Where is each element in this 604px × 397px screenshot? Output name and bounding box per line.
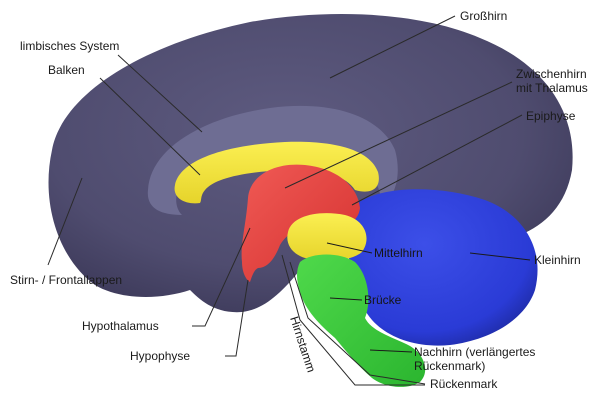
label-epiphyse: Epiphyse (526, 109, 576, 123)
label-stirnlappen: Stirn- / Frontallappen (10, 273, 122, 287)
label-limbisches-system: limbisches System (20, 39, 119, 53)
label-rueckenmark: Rückenmark (430, 377, 498, 391)
label-hypothalamus: Hypothalamus (82, 319, 159, 333)
label-hypophyse: Hypophyse (130, 349, 190, 363)
label-grosshirn: Großhirn (460, 9, 507, 23)
label-mittelhirn: Mittelhirn (374, 246, 423, 260)
label-zwischenhirn-line1: Zwischenhirn (516, 67, 587, 81)
label-balken: Balken (48, 63, 85, 77)
label-bruecke: Brücke (364, 293, 402, 307)
mittelhirn-shape (287, 213, 366, 260)
label-nachhirn-line2: Rückenmark) (414, 359, 485, 373)
label-zwischenhirn-line2: mit Thalamus (516, 81, 588, 95)
label-nachhirn-line1: Nachhirn (verlängertes (414, 345, 535, 359)
label-kleinhirn: Kleinhirn (534, 253, 581, 267)
